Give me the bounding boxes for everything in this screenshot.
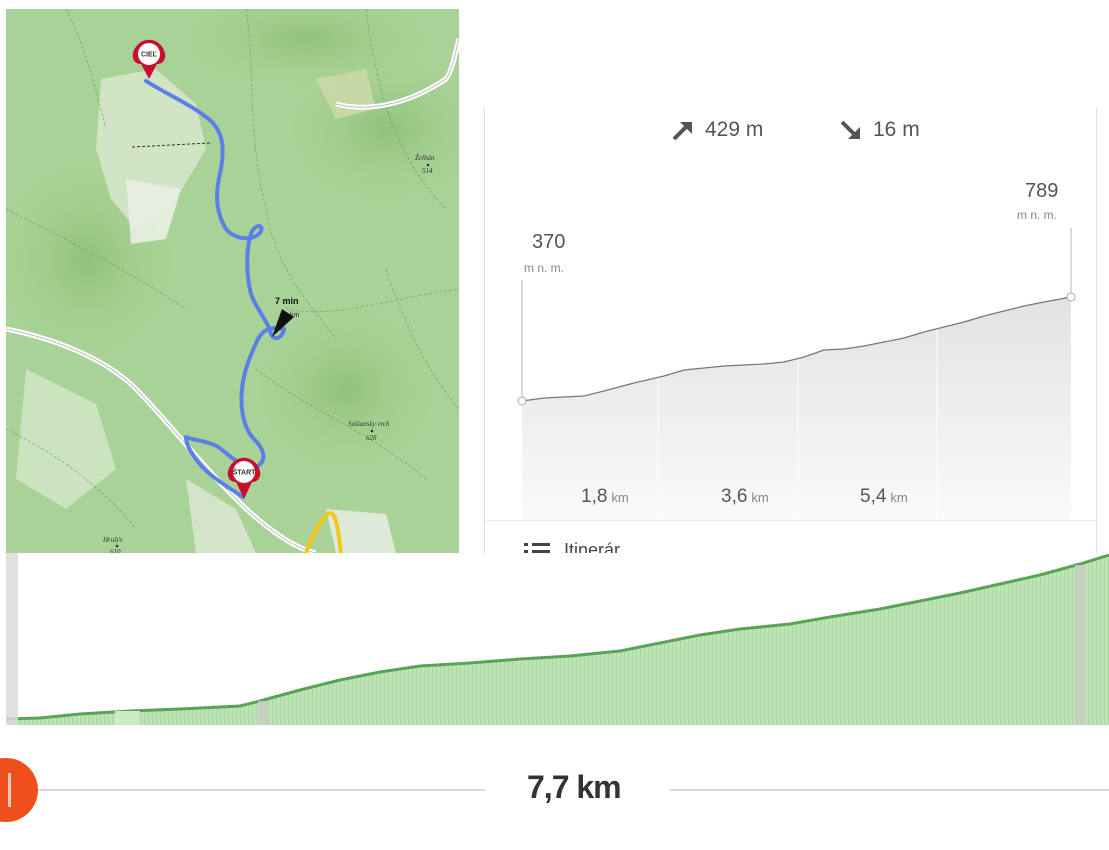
peak-label: Sušiansky vrch	[348, 420, 390, 428]
ascent-value: 429 m	[705, 118, 764, 141]
descent-value: 16 m	[873, 118, 920, 141]
peak-label: Hrušťe	[102, 536, 123, 544]
min-elevation: 370	[532, 231, 566, 253]
elevation-chart[interactable]	[484, 108, 1109, 553]
ascent-arrow-icon	[672, 122, 692, 141]
drag-grip-icon	[8, 773, 11, 807]
start-pin[interactable]: ŠTART	[227, 457, 261, 499]
map-canvas: Želbán 514 Sušiansky vrch 628 Hrušťe 610…	[6, 9, 459, 553]
itinerary-link[interactable]: Itinerár	[524, 540, 620, 553]
time-badge[interactable]: 7 min km	[272, 296, 300, 337]
peak-susiansky-vrch: Sušiansky vrch 628	[348, 420, 390, 442]
route-profile-strip: 7,7 km	[0, 553, 1109, 850]
itinerary-label: Itinerár	[564, 540, 621, 553]
slider-handle[interactable]	[0, 758, 38, 822]
time-badge-label: 7 min	[275, 296, 299, 306]
total-distance: 7,7 km	[527, 769, 622, 805]
start-pin-label: ŠTART	[233, 468, 257, 477]
peak-label: Želbán	[415, 154, 435, 162]
route-map[interactable]: Želbán 514 Sušiansky vrch 628 Hrušťe 610…	[6, 9, 459, 553]
ascent-stat: 429 m	[671, 118, 763, 142]
green-elevation-chart[interactable]	[0, 553, 1109, 850]
finish-pin[interactable]: CIEĽ	[132, 39, 166, 79]
start-point-marker	[517, 396, 527, 406]
peak-elevation: 628	[366, 434, 377, 442]
min-elevation-unit: m n. m.	[524, 261, 565, 275]
max-elevation-unit: m n. m.	[1017, 208, 1058, 222]
peak-elevation: 514	[422, 167, 433, 175]
peak-hruste: Hrušťe 610	[102, 536, 123, 553]
finish-pin-label: CIEĽ	[141, 52, 158, 59]
max-elevation: 789	[1025, 180, 1059, 202]
end-point-marker	[1066, 292, 1076, 302]
peak-elevation: 610	[110, 548, 121, 553]
list-icon	[524, 542, 550, 553]
direction-arrow-icon	[272, 309, 294, 337]
descent-stat: 16 m	[839, 118, 920, 142]
time-badge-sub: km	[290, 312, 300, 319]
descent-arrow-icon	[840, 120, 860, 139]
elevation-stats: 429 m 16 m	[484, 118, 1109, 158]
peak-zelban: Želbán 514	[415, 154, 435, 175]
